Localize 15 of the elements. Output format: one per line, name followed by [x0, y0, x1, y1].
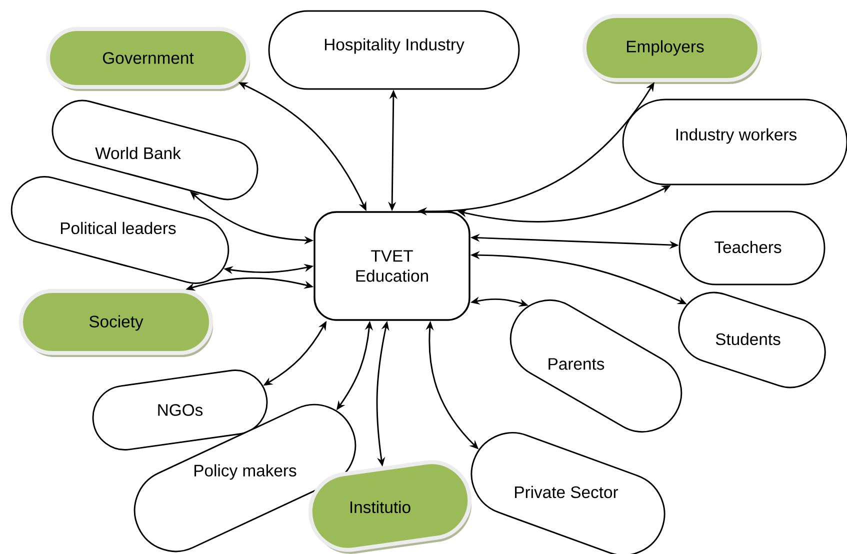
stadium-box: NGOs	[92, 370, 268, 450]
stadium-box: Students	[678, 292, 826, 388]
rounded-box: TVET Education	[314, 211, 470, 321]
stadium-box: Government	[46, 27, 250, 91]
stadium-box: World Bank	[52, 100, 258, 200]
stadium-box: Parents	[510, 300, 682, 432]
node-label: Policy makers	[194, 464, 296, 480]
stadium-box: Employers	[582, 14, 762, 84]
stadium-box: Industry workers	[622, 98, 847, 186]
stadium-box: Teachers	[678, 210, 826, 286]
stadium-box: Institutio	[308, 460, 472, 554]
stadium-box: Private Sector	[470, 432, 666, 554]
stadium-box: Hospitality Industry	[268, 10, 520, 90]
stadium-box: Society	[19, 289, 213, 357]
stadium-box: Political leaders	[10, 176, 230, 284]
